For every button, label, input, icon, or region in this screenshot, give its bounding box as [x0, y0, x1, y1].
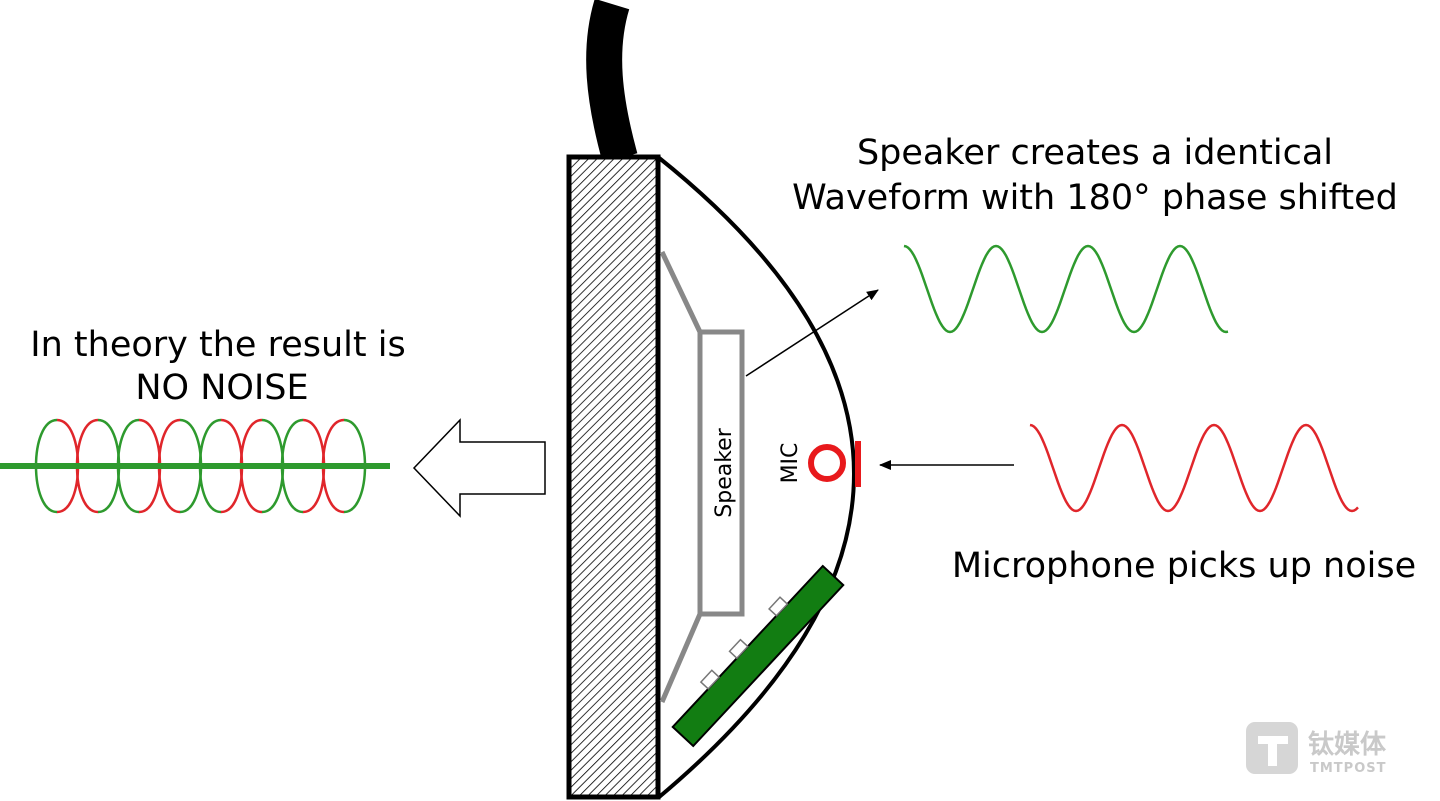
- speaker-label: Speaker: [712, 427, 737, 517]
- noise-waveform: [1029, 423, 1359, 513]
- ear-cup-shell: [656, 155, 856, 800]
- tmtpost-watermark: 钛媒体 TMTPOST: [1246, 722, 1387, 776]
- mic-label: MIC: [778, 443, 803, 484]
- mic-capsule: [808, 444, 846, 482]
- cancelled-result: [0, 418, 390, 514]
- watermark-cn: 钛媒体: [1308, 730, 1387, 760]
- result-caption-line1: In theory the result is: [30, 325, 405, 365]
- mic-caption: Microphone picks up noise: [952, 546, 1416, 586]
- speaker-caption-line1: Speaker creates a identical: [857, 133, 1333, 173]
- result-caption-line2: NO NOISE: [135, 368, 308, 408]
- watermark-en: TMTPOST: [1310, 761, 1386, 776]
- headphone-cable: [586, 0, 638, 163]
- speaker-caption-line2: Waveform with 180° phase shifted: [792, 178, 1398, 218]
- pcb-board: [671, 564, 845, 748]
- anti-noise-waveform: [903, 244, 1229, 334]
- speaker-to-wave-arrow: [745, 289, 879, 377]
- result-arrow: [412, 418, 546, 518]
- headphone-back-plate: [566, 154, 661, 800]
- speaker-body: [697, 329, 745, 617]
